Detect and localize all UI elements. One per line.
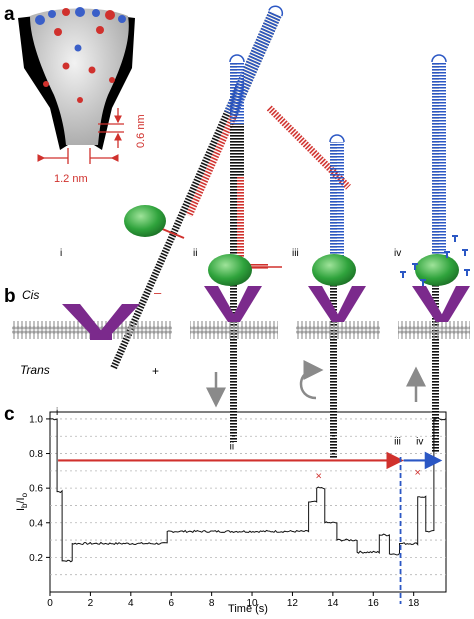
- x-tick-label: 14: [327, 598, 339, 609]
- cis-label: Cis: [22, 288, 39, 302]
- trans-label: Trans: [20, 363, 50, 377]
- constriction-dimension: 1.2 nm 0.6 nm: [37, 108, 147, 185]
- panel-c-letter: c: [4, 404, 15, 425]
- x-tick-label: 12: [287, 598, 299, 609]
- step-iv-complex: [398, 54, 470, 452]
- x-tick-label: 10: [246, 598, 258, 609]
- red-x-mark: ×: [414, 467, 420, 479]
- height-label: 0.6 nm: [135, 114, 147, 148]
- x-tick-label: 2: [88, 598, 94, 609]
- y-tick-label: 0.4: [29, 518, 43, 529]
- y-tick-label: 1.0: [29, 414, 43, 425]
- x-axis-title: Time (s): [228, 603, 268, 615]
- x-tick-label: 18: [408, 598, 420, 609]
- chart-step-label: iii: [394, 436, 401, 447]
- current-trace: [49, 417, 447, 563]
- y-tick-label: 0.2: [29, 553, 43, 564]
- x-tick-label: 16: [368, 598, 380, 609]
- y-axis-title: Ib/Io: [15, 492, 29, 511]
- x-tick-label: 6: [168, 598, 174, 609]
- trans-sign: +: [152, 364, 159, 378]
- step-iv-label: iv: [394, 248, 401, 259]
- plot-frame: [49, 411, 447, 593]
- x-tick-label: 0: [47, 598, 53, 609]
- step-iii-complex: [266, 105, 380, 458]
- mspa-pore-structure: [18, 7, 135, 150]
- step-ii-complex: [190, 54, 282, 442]
- step-iii-label: iii: [292, 248, 299, 259]
- red-x-mark: ×: [315, 471, 321, 483]
- panel-a-letter: a: [4, 4, 15, 25]
- current-trace-chart: 0.2 0.4 0.6 0.8 1.0 0 2 4 6 8 10 12 14 16 18 Time (s) Ib…: [15, 407, 447, 615]
- width-label: 1.2 nm: [54, 173, 88, 185]
- chart-step-label: ii: [230, 442, 234, 453]
- chart-step-label: i: [56, 407, 58, 418]
- chart-step-label: iv: [416, 436, 423, 447]
- cis-sign: –: [154, 285, 162, 300]
- x-tick-label: 4: [128, 598, 134, 609]
- panel-b-letter: b: [4, 286, 16, 307]
- y-tick-label: 0.8: [29, 449, 43, 460]
- y-tick-label: 0.6: [29, 484, 43, 495]
- step-i-label: i: [60, 248, 62, 259]
- x-tick-label: 8: [209, 598, 215, 609]
- step-ii-label: ii: [193, 248, 197, 259]
